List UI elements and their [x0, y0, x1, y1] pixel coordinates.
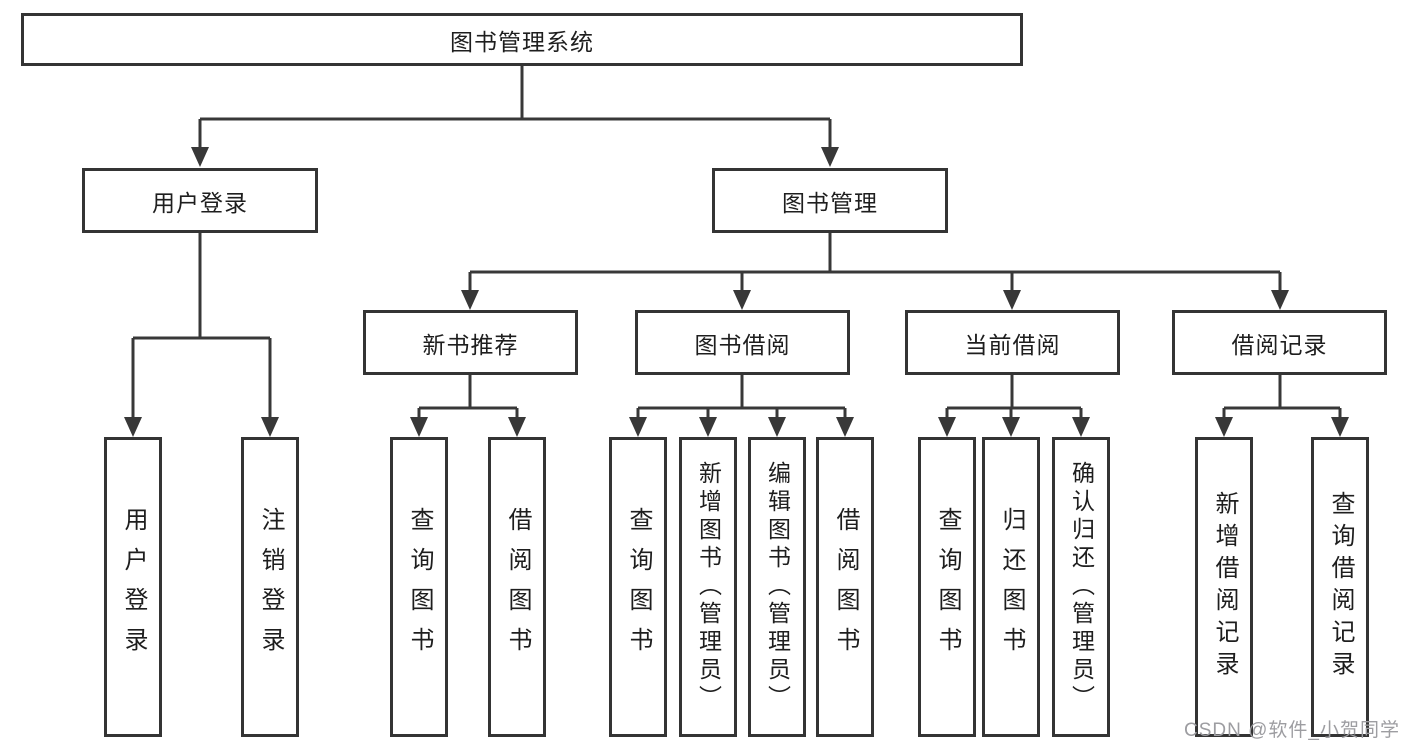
leaf-label: 查询图书 [934, 507, 961, 667]
node-current-borrow: 当前借阅 [905, 310, 1120, 375]
leaf-edit-book-admin: 编辑图书（管理员） [748, 437, 806, 737]
leaf-add-book-admin: 新增图书（管理员） [679, 437, 737, 737]
node-book-borrow: 图书借阅 [635, 310, 850, 375]
leaf-label: 新增图书（管理员） [695, 461, 722, 713]
leaf-label: 归还图书 [998, 507, 1025, 667]
leaf-label: 查询借阅记录 [1327, 491, 1354, 683]
leaf-return-book: 归还图书 [982, 437, 1040, 737]
leaf-logout: 注销登录 [241, 437, 299, 737]
leaf-query-current-borrow: 查询图书 [918, 437, 976, 737]
leaf-label: 注销登录 [257, 507, 284, 667]
leaf-label: 用户登录 [120, 507, 147, 667]
leaf-label: 确认归还（管理员） [1068, 461, 1095, 713]
leaf-borrow-book: 借阅图书 [816, 437, 874, 737]
node-book-management: 图书管理 [712, 168, 948, 233]
leaf-query-book-recommend: 查询图书 [390, 437, 448, 737]
leaf-label: 新增借阅记录 [1211, 491, 1238, 683]
leaf-query-book-borrow: 查询图书 [609, 437, 667, 737]
leaf-query-borrow-record: 查询借阅记录 [1311, 437, 1369, 737]
leaf-borrow-book-recommend: 借阅图书 [488, 437, 546, 737]
node-library-system: 图书管理系统 [21, 13, 1023, 66]
node-new-book-recommend: 新书推荐 [363, 310, 578, 375]
node-user-login: 用户登录 [82, 168, 318, 233]
leaf-confirm-return-admin: 确认归还（管理员） [1052, 437, 1110, 737]
csdn-watermark: CSDN @软件_小贺同学 [1184, 720, 1400, 741]
arrowheads [124, 147, 1349, 437]
node-borrow-records: 借阅记录 [1172, 310, 1387, 375]
leaf-label: 编辑图书（管理员） [764, 461, 791, 713]
leaf-label: 借阅图书 [832, 507, 859, 667]
leaf-label: 借阅图书 [504, 507, 531, 667]
leaf-add-borrow-record: 新增借阅记录 [1195, 437, 1253, 737]
leaf-label: 查询图书 [625, 507, 652, 667]
leaf-user-login: 用户登录 [104, 437, 162, 737]
leaf-label: 查询图书 [406, 507, 433, 667]
